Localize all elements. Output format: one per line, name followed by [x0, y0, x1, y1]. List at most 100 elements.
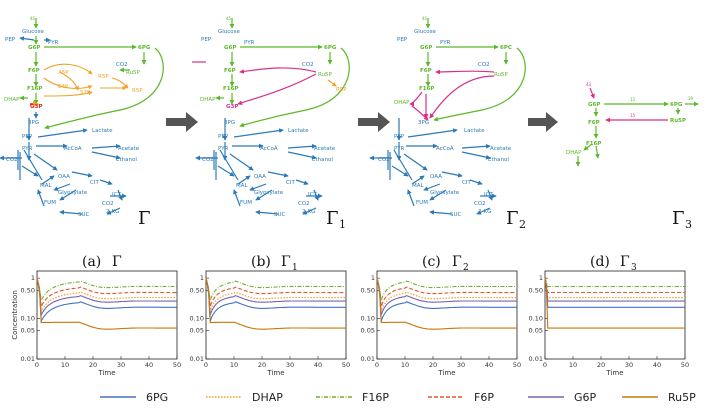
series-line — [544, 278, 685, 308]
legend-item: Ru5P — [622, 391, 696, 404]
svg-text:Ru5P: Ru5P — [494, 72, 509, 78]
panel-caption: (d) — [590, 254, 610, 270]
legend-item: F16P — [316, 391, 389, 404]
svg-text:Ru5P: Ru5P — [126, 70, 141, 76]
series-line — [376, 277, 517, 301]
series-line — [36, 277, 177, 309]
panel-symbol: Γ — [112, 254, 122, 270]
svg-text:15: 15 — [630, 113, 636, 118]
network-subscript: 2 — [519, 218, 526, 231]
network-symbol: Γ — [672, 208, 685, 229]
svg-text:39: 39 — [688, 96, 694, 101]
svg-text:CO2: CO2 — [474, 201, 486, 207]
series-line — [205, 277, 346, 307]
panel-subscript: 1 — [292, 263, 298, 273]
x-tick-label: 10 — [569, 361, 577, 369]
series-line — [376, 277, 517, 330]
svg-text:MAL: MAL — [40, 183, 53, 189]
panel-caption: (c) — [422, 254, 441, 270]
network-symbol: Γ — [138, 208, 151, 229]
x-tick-label: 40 — [485, 361, 493, 369]
series-line — [36, 277, 177, 330]
y-tick-label: 0.10 — [21, 315, 35, 323]
x-tick-label: 50 — [681, 361, 689, 369]
network-label-gamma3: Γ 3 — [672, 208, 692, 231]
svg-text:G3P: G3P — [226, 104, 238, 110]
network-gamma2: 45 Glucose PEP PYR G6P 6PC F6P CO2 Ru5P … — [370, 16, 526, 231]
plot-frame — [36, 270, 178, 360]
svg-text:G6P: G6P — [224, 45, 236, 51]
y-tick-label: 0.10 — [190, 315, 204, 323]
x-tick-label: 50 — [513, 361, 521, 369]
y-tick-label: 0.10 — [361, 315, 375, 323]
svg-text:CO2: CO2 — [102, 201, 114, 207]
svg-text:Ru5P: Ru5P — [318, 72, 333, 78]
series-line — [376, 277, 517, 307]
svg-text:F16P: F16P — [223, 86, 238, 92]
y-tick-label: 0.01 — [529, 355, 543, 363]
svg-text:Glucose: Glucose — [218, 29, 241, 35]
x-tick-label: 50 — [342, 361, 350, 369]
series-line — [205, 277, 346, 322]
x-tick-label: 0 — [204, 361, 208, 369]
y-tick-label: 0.50 — [529, 286, 543, 294]
x-tick-label: 20 — [429, 361, 437, 369]
y-tick-label: 1 — [539, 274, 543, 282]
step-arrow-2 — [358, 112, 390, 132]
svg-text:G6P: G6P — [28, 45, 40, 51]
svg-text:DHAP: DHAP — [394, 100, 410, 106]
y-tick-label: 0.01 — [21, 355, 35, 363]
x-tick-label: 10 — [61, 361, 69, 369]
y-tick-label: 1 — [200, 274, 204, 282]
network-label-gamma: Γ — [138, 208, 151, 229]
plot-frame — [376, 270, 518, 360]
x-tick-label: 10 — [230, 361, 238, 369]
svg-text:F16P: F16P — [27, 86, 42, 92]
svg-text:FUM: FUM — [416, 200, 428, 206]
svg-text:R5P: R5P — [132, 88, 143, 94]
svg-text:13: 13 — [630, 97, 636, 102]
svg-text:PYR: PYR — [244, 40, 255, 46]
svg-text:F6P: F6P — [588, 120, 600, 126]
series-line — [376, 277, 517, 312]
svg-text:G6P: G6P — [420, 45, 432, 51]
svg-text:S7P: S7P — [80, 90, 91, 96]
legend-label: Ru5P — [668, 391, 696, 404]
network-gamma3: 43 G6P 6PG 39 F6P Ru5P F16P DHAP 13 15 Γ… — [566, 82, 699, 231]
y-tick-label: 0.05 — [361, 327, 375, 335]
series-line — [205, 277, 346, 330]
y-tick-label: 0.05 — [21, 327, 35, 335]
svg-text:3PG: 3PG — [28, 120, 39, 126]
x-tick-label: 0 — [375, 361, 379, 369]
svg-text:G3P: G3P — [30, 104, 42, 110]
y-tick-label: 0.10 — [529, 315, 543, 323]
svg-text:X5P: X5P — [58, 70, 69, 76]
svg-text:CO2: CO2 — [378, 157, 390, 163]
svg-text:E4P: E4P — [58, 84, 69, 90]
svg-text:AcCoA: AcCoA — [260, 146, 278, 152]
legend-item: G6P — [528, 391, 597, 404]
svg-text:PEP: PEP — [22, 134, 33, 140]
network-symbol: Γ — [506, 208, 519, 229]
svg-text:F16P: F16P — [586, 141, 601, 147]
svg-text:OAA: OAA — [430, 174, 442, 180]
svg-text:ICT: ICT — [484, 192, 493, 198]
svg-text:PYR: PYR — [48, 40, 59, 46]
svg-text:45: 45 — [30, 16, 36, 21]
series-line — [544, 278, 685, 329]
svg-text:DHAP: DHAP — [566, 150, 582, 156]
svg-text:F6P: F6P — [224, 68, 236, 74]
svg-text:PYR: PYR — [22, 146, 33, 152]
series-line — [544, 277, 685, 299]
svg-text:Acetate: Acetate — [118, 146, 140, 152]
panel-symbol: Γ — [281, 254, 291, 270]
legend-item: DHAP — [206, 391, 283, 404]
x-tick-label: 10 — [401, 361, 409, 369]
legend-label: G6P — [574, 391, 597, 404]
svg-text:Glyoxylate: Glyoxylate — [58, 190, 88, 196]
network-subscript: 1 — [339, 218, 346, 231]
legend-label: F6P — [474, 391, 494, 404]
